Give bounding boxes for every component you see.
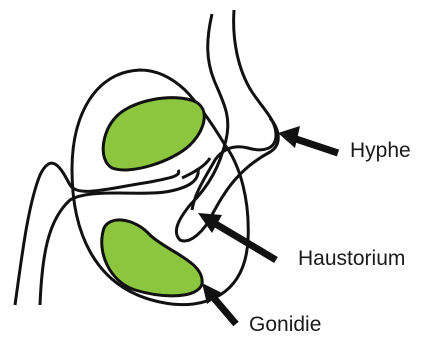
arrow-hyphe: [278, 126, 338, 153]
label-haustorium: Haustorium: [298, 247, 405, 270]
gonidium-upper: [103, 98, 204, 170]
arrow-haustorium: [198, 213, 276, 260]
label-hyphe: Hyphe: [350, 139, 411, 162]
label-gonidie: Gonidie: [249, 313, 321, 336]
arrow-gonidie: [202, 283, 236, 324]
